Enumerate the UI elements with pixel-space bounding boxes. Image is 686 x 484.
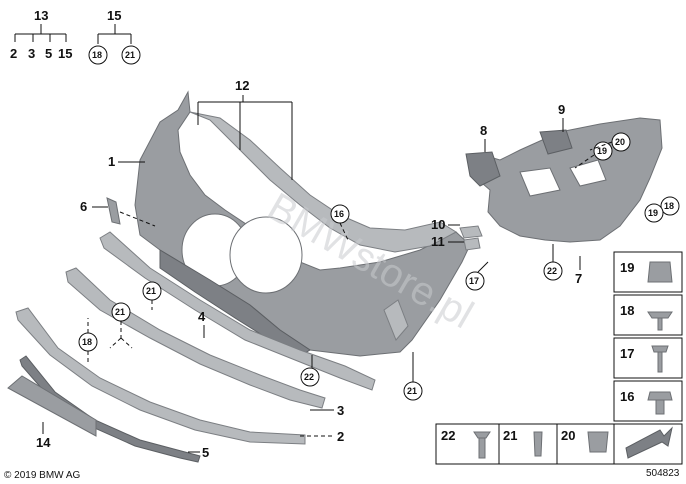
group-13-child-3: 3 [28, 46, 35, 61]
part-9 [539, 129, 573, 155]
callout-16: 16 [334, 209, 344, 219]
callout-12: 12 [235, 78, 249, 93]
part-6-bracket [106, 197, 121, 225]
group-15-child-21: 21 [125, 50, 135, 60]
callout-8: 8 [480, 123, 487, 138]
callout-4: 4 [198, 309, 206, 324]
callout-20: 20 [615, 137, 625, 147]
strip-4 [99, 231, 376, 391]
hex-screw-icon [647, 391, 673, 415]
callout-17: 17 [469, 276, 479, 286]
callout-21-left: 21 [146, 286, 156, 296]
group-15-tree: 15 18 21 [88, 8, 141, 65]
legend-20: 20 [561, 428, 575, 443]
callout-1: 1 [108, 154, 115, 169]
callout-18-lower: 18 [82, 337, 92, 347]
license-plate-base-14 [7, 375, 97, 437]
fastener-legend: 19 18 17 16 22 21 20 [435, 251, 683, 465]
group-13-label: 13 [34, 8, 48, 23]
callout-11: 11 [431, 234, 445, 249]
part-11 [463, 237, 481, 251]
group-13-child-5: 5 [45, 46, 52, 61]
pin-clip-icon [533, 431, 543, 457]
group-13-tree: 13 2 3 5 15 [10, 8, 72, 61]
part-10 [459, 225, 483, 239]
copyright-label: © 2019 BMW AG [4, 470, 81, 481]
clip-nut-icon [647, 261, 673, 283]
callout-14: 14 [36, 435, 51, 450]
spring-nut-icon [587, 431, 609, 453]
callout-18-right: 18 [664, 201, 674, 211]
bumper-support-assembly [459, 117, 663, 251]
legend-22: 22 [441, 428, 455, 443]
part-8 [465, 151, 501, 187]
callout-19-upper: 19 [597, 146, 607, 156]
callout-22-bracket: 22 [547, 266, 557, 276]
callout-22-bumper: 22 [304, 372, 314, 382]
callout-10: 10 [431, 217, 445, 232]
lower-strips [7, 231, 376, 463]
image-number: 504823 [646, 468, 680, 479]
group-15-label: 15 [107, 8, 121, 23]
direction-arrow-icon [625, 426, 673, 459]
callout-2: 2 [337, 429, 344, 444]
callout-21-mid: 21 [115, 307, 125, 317]
front-bumper-trim-panel [134, 90, 471, 357]
legend-17: 17 [620, 346, 634, 361]
callout-3: 3 [337, 403, 344, 418]
callout-6: 6 [80, 199, 87, 214]
callout-21-right: 21 [407, 386, 417, 396]
callout-5: 5 [202, 445, 209, 460]
group-13-child-2: 2 [10, 46, 17, 61]
legend-18: 18 [620, 303, 634, 318]
screw-icon [651, 345, 669, 373]
group-15-child-18: 18 [92, 50, 102, 60]
callout-19-right: 19 [648, 208, 658, 218]
screw-washer-icon [647, 311, 673, 331]
group-13-child-15: 15 [58, 46, 72, 61]
legend-16: 16 [620, 389, 634, 404]
legend-21: 21 [503, 428, 517, 443]
strip-3 [65, 267, 326, 409]
expansion-rivet-icon [473, 431, 491, 459]
callout-9: 9 [558, 102, 565, 117]
strip-2 [15, 307, 306, 445]
callout-7: 7 [575, 271, 582, 286]
callouts: 1 2 3 4 5 6 7 8 9 10 11 12 14 16 17 [36, 78, 680, 460]
legend-19: 19 [620, 260, 634, 275]
